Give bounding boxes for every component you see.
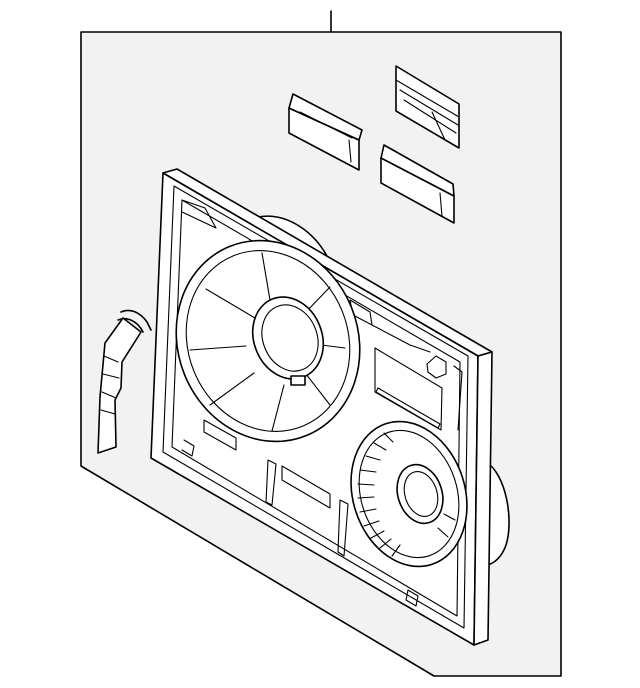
mounting-bracket-1 [288,93,363,171]
mounting-bracket-3 [380,144,455,224]
wiring-harness-clip [97,309,152,454]
large-fan-blade [175,239,361,443]
small-fan-blade [350,420,468,568]
mounting-bracket-2 [395,65,460,149]
